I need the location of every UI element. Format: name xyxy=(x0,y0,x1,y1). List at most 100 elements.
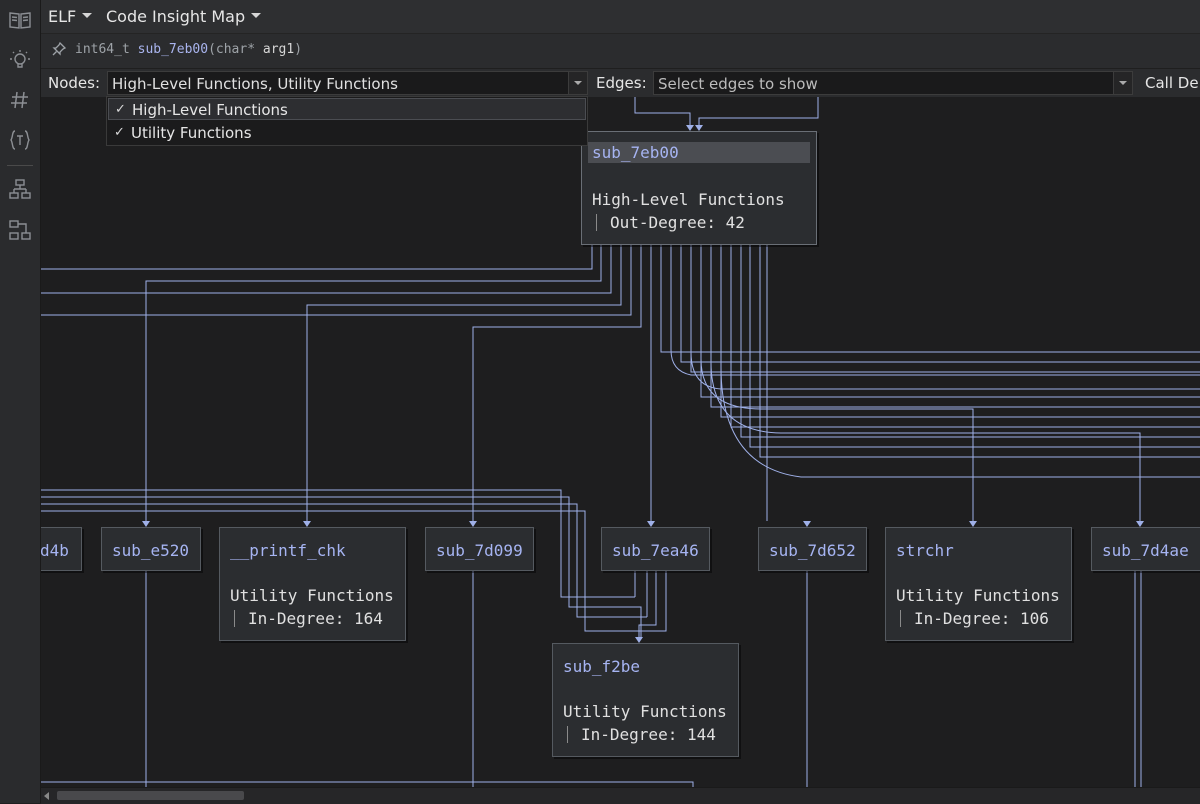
graph-node-sub-7eb00[interactable]: sub_7eb00 High-Level Functions Out-Degre… xyxy=(581,131,817,245)
edge-arrowhead xyxy=(142,521,150,527)
edge xyxy=(720,245,1200,478)
edge-arrowhead xyxy=(695,125,703,131)
edge-arrowhead xyxy=(469,521,477,527)
edge xyxy=(749,245,1200,448)
edges-filter-placeholder: Select edges to show xyxy=(658,75,818,93)
view-type-label: ELF xyxy=(48,7,77,26)
edge xyxy=(759,245,1200,458)
nodes-filter-value: High-Level Functions, Utility Functions xyxy=(112,75,398,93)
hash-icon[interactable] xyxy=(8,88,32,112)
view-mode-dropdown[interactable]: Code Insight Map xyxy=(106,7,262,26)
graph-node-printf-chk[interactable]: __printf_chk Utility Functions In-Degree… xyxy=(219,527,406,641)
dropdown-option-utility-functions[interactable]: ✓ Utility Functions xyxy=(108,122,586,144)
node-name: sub_7d099 xyxy=(436,541,523,560)
book-icon[interactable] xyxy=(8,8,32,32)
node-group: High-Level Functions xyxy=(592,190,785,209)
option-label: High-Level Functions xyxy=(132,101,288,119)
chevron-down-icon xyxy=(251,13,262,18)
edge xyxy=(690,245,1200,390)
call-depth-label: Call De xyxy=(1145,74,1199,92)
call-graph-canvas[interactable]: sub_7eb00 High-Level Functions Out-Degre… xyxy=(41,97,1200,787)
signature-close-paren: ) xyxy=(294,42,303,57)
node-group: Utility Functions xyxy=(896,586,1060,605)
node-metric: In-Degree: 106 xyxy=(896,609,1049,628)
pin-icon[interactable] xyxy=(51,41,67,57)
edge xyxy=(41,245,632,316)
edge xyxy=(710,245,1141,521)
edge-arrowhead xyxy=(635,637,643,643)
node-metric: Out-Degree: 42 xyxy=(592,213,745,232)
graph-node-sub-7d652[interactable]: sub_7d652 xyxy=(758,527,867,571)
graph-node-sub-7d099[interactable]: sub_7d099 xyxy=(425,527,534,571)
scrollbar-thumb[interactable] xyxy=(57,791,244,800)
edge xyxy=(472,245,642,521)
chevron-down-icon[interactable] xyxy=(568,72,587,94)
node-name: sub_7d652 xyxy=(769,541,856,560)
edge xyxy=(41,503,647,618)
edge xyxy=(720,245,1200,418)
edges-label: Edges: xyxy=(596,74,647,92)
signature-param-name: arg1 xyxy=(262,42,295,57)
edge xyxy=(41,245,612,294)
edge xyxy=(710,245,1200,408)
graph-edges xyxy=(41,97,1200,787)
signature-open-paren: ( xyxy=(208,42,216,57)
edge xyxy=(670,245,1200,376)
edge xyxy=(638,571,657,637)
variable-braces-icon[interactable] xyxy=(8,128,32,152)
edge-arrowhead xyxy=(686,125,694,131)
graph-nodes-icon[interactable] xyxy=(8,218,32,242)
edge xyxy=(700,245,974,521)
edge-arrowhead xyxy=(803,521,811,527)
node-name: sub_f2be xyxy=(563,657,641,676)
nodes-label: Nodes: xyxy=(48,74,101,92)
graph-node-strchr[interactable]: strchr Utility Functions In-Degree: 106 xyxy=(885,527,1072,641)
function-signature-bar: int64_t sub_7eb00(char* arg1) xyxy=(41,34,1200,69)
graph-node-sub-7ea46[interactable]: sub_7ea46 xyxy=(601,527,710,571)
graph-node-d4b[interactable]: d4b xyxy=(41,527,82,571)
edge xyxy=(41,781,694,787)
node-name: sub_7d4ae xyxy=(1102,541,1189,560)
edge xyxy=(700,245,1200,398)
edge-arrowhead xyxy=(303,521,311,527)
view-type-dropdown[interactable]: ELF xyxy=(48,7,93,26)
view-mode-label: Code Insight Map xyxy=(106,7,246,26)
lightbulb-icon[interactable] xyxy=(8,48,32,72)
edge xyxy=(680,245,1200,363)
node-name: d4b xyxy=(41,541,69,560)
node-metric: In-Degree: 164 xyxy=(230,609,383,628)
checkmark-icon[interactable]: ✓ xyxy=(114,125,125,140)
sidebar-divider xyxy=(7,165,33,166)
edge xyxy=(698,97,819,125)
graph-node-sub-f2be[interactable]: sub_f2be Utility Functions In-Degree: 14… xyxy=(552,643,739,757)
signature-function-name[interactable]: sub_7eb00 xyxy=(137,42,209,57)
nodes-filter-dropdown-list: ✓ High-Level Functions ✓ Utility Functio… xyxy=(106,96,588,146)
edges-filter-combo[interactable]: Select edges to show xyxy=(653,71,1133,95)
edge xyxy=(41,489,635,598)
chevron-down-icon[interactable] xyxy=(1113,72,1132,94)
filter-bar: Nodes: High-Level Functions, Utility Fun… xyxy=(41,69,1200,97)
edge-arrowhead xyxy=(969,521,977,527)
node-metric: In-Degree: 144 xyxy=(563,725,716,744)
dropdown-option-high-level-functions[interactable]: ✓ High-Level Functions xyxy=(108,98,586,120)
node-name: strchr xyxy=(896,541,954,560)
edge xyxy=(41,510,667,632)
nodes-filter-combo[interactable]: High-Level Functions, Utility Functions xyxy=(107,71,588,95)
scroll-left-arrow-icon[interactable] xyxy=(44,792,49,800)
horizontal-scrollbar[interactable] xyxy=(41,787,1200,804)
node-group: Utility Functions xyxy=(563,702,727,721)
top-toolbar: ELF Code Insight Map xyxy=(41,0,1200,34)
graph-node-sub-7d4ae[interactable]: sub_7d4ae xyxy=(1091,527,1200,571)
node-name: sub_7ea46 xyxy=(612,541,699,560)
node-name: sub_7eb00 xyxy=(592,143,679,162)
left-sidebar xyxy=(0,0,41,803)
hierarchy-icon[interactable] xyxy=(8,178,32,202)
signature-return-type: int64_t xyxy=(75,42,130,57)
edge-arrowhead xyxy=(647,521,655,527)
edge xyxy=(660,245,1200,353)
chevron-down-icon xyxy=(82,13,93,18)
graph-node-sub-e520[interactable]: sub_e520 xyxy=(101,527,201,571)
checkmark-icon[interactable]: ✓ xyxy=(115,102,126,117)
edge xyxy=(306,245,622,521)
edge-arrowhead xyxy=(1136,521,1144,527)
